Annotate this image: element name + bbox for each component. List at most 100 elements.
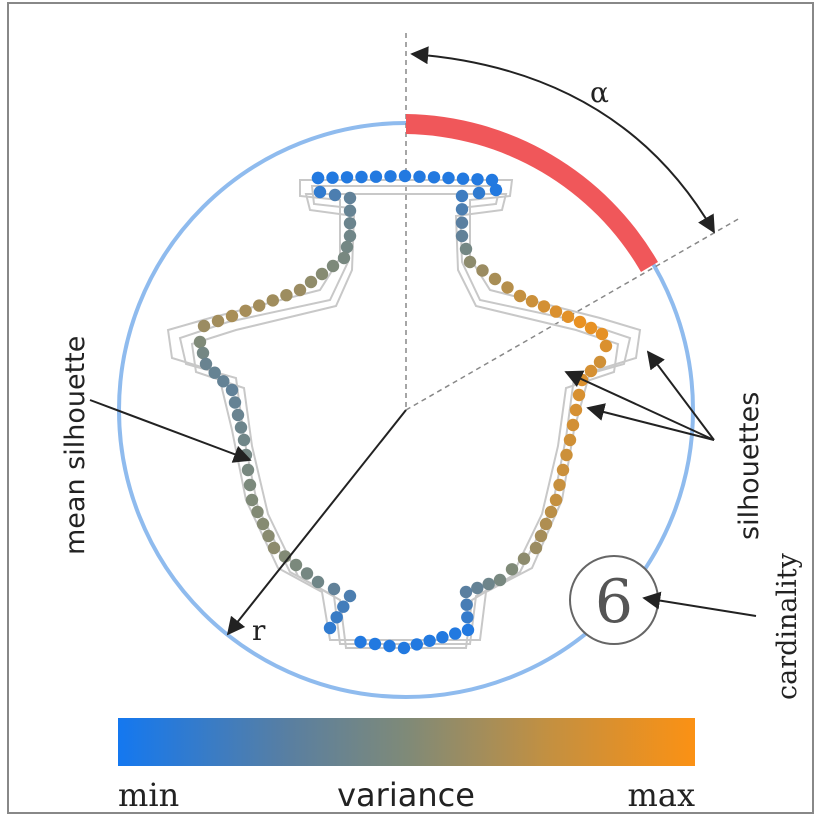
silhouette-dot xyxy=(193,335,207,349)
silhouette-dot xyxy=(280,289,293,302)
silhouette-dot xyxy=(560,448,573,462)
silhouette-dot xyxy=(245,493,259,507)
silhouette-dot xyxy=(241,463,255,477)
silhouette-dot xyxy=(225,309,239,323)
silhouette-dot xyxy=(340,240,354,254)
silhouette-dot xyxy=(343,229,357,243)
silhouette-dot xyxy=(343,589,357,603)
silhouette-dot xyxy=(383,639,396,653)
silhouette-dot xyxy=(410,638,423,651)
silhouette-dot xyxy=(337,251,351,265)
silhouette-dot xyxy=(584,364,598,378)
silhouette-dot xyxy=(595,327,609,341)
silhouette-dot xyxy=(313,185,327,199)
silhouettes-label: silhouettes xyxy=(734,392,765,540)
silhouette-dot xyxy=(239,304,252,317)
silhouette-dot xyxy=(196,346,210,360)
silhouette-dot xyxy=(413,170,426,183)
silhouette-dot xyxy=(563,433,577,447)
silhouette-dot xyxy=(584,321,598,335)
silhouette-dot xyxy=(427,171,441,184)
silhouette-dot xyxy=(456,172,470,185)
silhouette-dot xyxy=(455,216,469,229)
silhouette-dot xyxy=(326,171,339,184)
silhouette-dot xyxy=(482,577,495,591)
silhouette-dot xyxy=(323,621,337,635)
silhouette-dot xyxy=(397,641,411,655)
silhouettes-arrows xyxy=(564,350,715,441)
silhouette-dot xyxy=(289,558,303,572)
silhouette-dot xyxy=(517,552,531,565)
silhouette-dot xyxy=(566,418,580,432)
silhouette-dot xyxy=(304,275,318,289)
silhouette-dot xyxy=(315,267,329,281)
silhouette-dot xyxy=(369,170,383,183)
silhouette-dot xyxy=(267,541,281,555)
alpha-label: α xyxy=(590,76,609,109)
radius-label: r xyxy=(252,614,266,647)
silhouette-dot xyxy=(488,272,502,286)
silhouette-dot xyxy=(471,581,484,595)
silhouette-dot xyxy=(553,478,566,492)
silhouette-dot xyxy=(211,314,225,328)
silhouette-dot xyxy=(423,634,436,647)
silhouette-dot xyxy=(599,339,613,353)
silhouette-dot xyxy=(384,170,397,183)
silhouette-dot xyxy=(368,637,382,651)
silhouette-dot xyxy=(208,366,221,379)
silhouette-dot xyxy=(460,598,473,611)
silhouette-dot xyxy=(251,505,264,519)
silhouette-dot xyxy=(525,295,539,308)
silhouette-dot xyxy=(569,403,583,417)
silhouette-dot xyxy=(234,421,248,434)
silhouette-dot xyxy=(228,396,242,409)
silhouette-dot xyxy=(449,627,462,640)
silhouette-dot xyxy=(501,281,514,294)
silhouette-dot xyxy=(549,305,563,318)
silhouette-dot xyxy=(225,383,239,397)
silhouette-dot xyxy=(489,183,503,197)
silhouette-dot xyxy=(217,375,230,388)
mean-silhouette-label: mean silhouette xyxy=(60,336,91,555)
silhouette-dot xyxy=(237,433,251,447)
silhouette-dot xyxy=(243,478,257,492)
silhouette-dot xyxy=(256,517,270,531)
silhouette-dot xyxy=(340,171,354,184)
silhouette-dot xyxy=(455,229,469,243)
silhouette-dot xyxy=(573,315,587,329)
silhouette-dot xyxy=(328,188,342,202)
silhouette-dot xyxy=(311,575,325,589)
alpha-arrow xyxy=(410,46,715,234)
silhouette-dot xyxy=(544,505,558,519)
silhouette-dot xyxy=(398,169,412,183)
silhouette-dot xyxy=(253,299,266,312)
silhouette-dot xyxy=(199,357,213,371)
silhouette-dot xyxy=(355,170,368,184)
silhouette-dot xyxy=(459,242,473,256)
silhouette-dot xyxy=(505,563,519,576)
silhouette-dot xyxy=(311,171,325,185)
mean-silhouette-arrow xyxy=(89,399,252,463)
silhouette-dot xyxy=(300,567,314,580)
silhouette-dot xyxy=(513,289,527,303)
silhouette-dot xyxy=(593,355,607,369)
silhouette-dot xyxy=(471,173,484,186)
silhouette-dot xyxy=(459,585,473,599)
silhouette-dot xyxy=(463,255,477,269)
silhouette-dot xyxy=(455,203,469,216)
radius-arrow xyxy=(226,409,407,636)
silhouette-dot xyxy=(343,191,357,205)
mean-silhouette-dots xyxy=(193,169,613,655)
silhouette-dot xyxy=(561,310,575,323)
silhouette-dot xyxy=(442,171,455,185)
silhouette-dot xyxy=(534,529,548,543)
variance-colorbar xyxy=(118,718,695,766)
silhouette-dot xyxy=(330,611,343,624)
colorbar-max-label: max xyxy=(628,776,695,814)
silhouette-dot xyxy=(572,388,586,402)
silhouette-dot xyxy=(461,623,475,637)
silhouette-dot xyxy=(231,408,245,422)
silhouette-dot xyxy=(556,463,570,477)
silhouette-dot xyxy=(461,611,474,624)
silhouette-dot xyxy=(197,319,211,333)
